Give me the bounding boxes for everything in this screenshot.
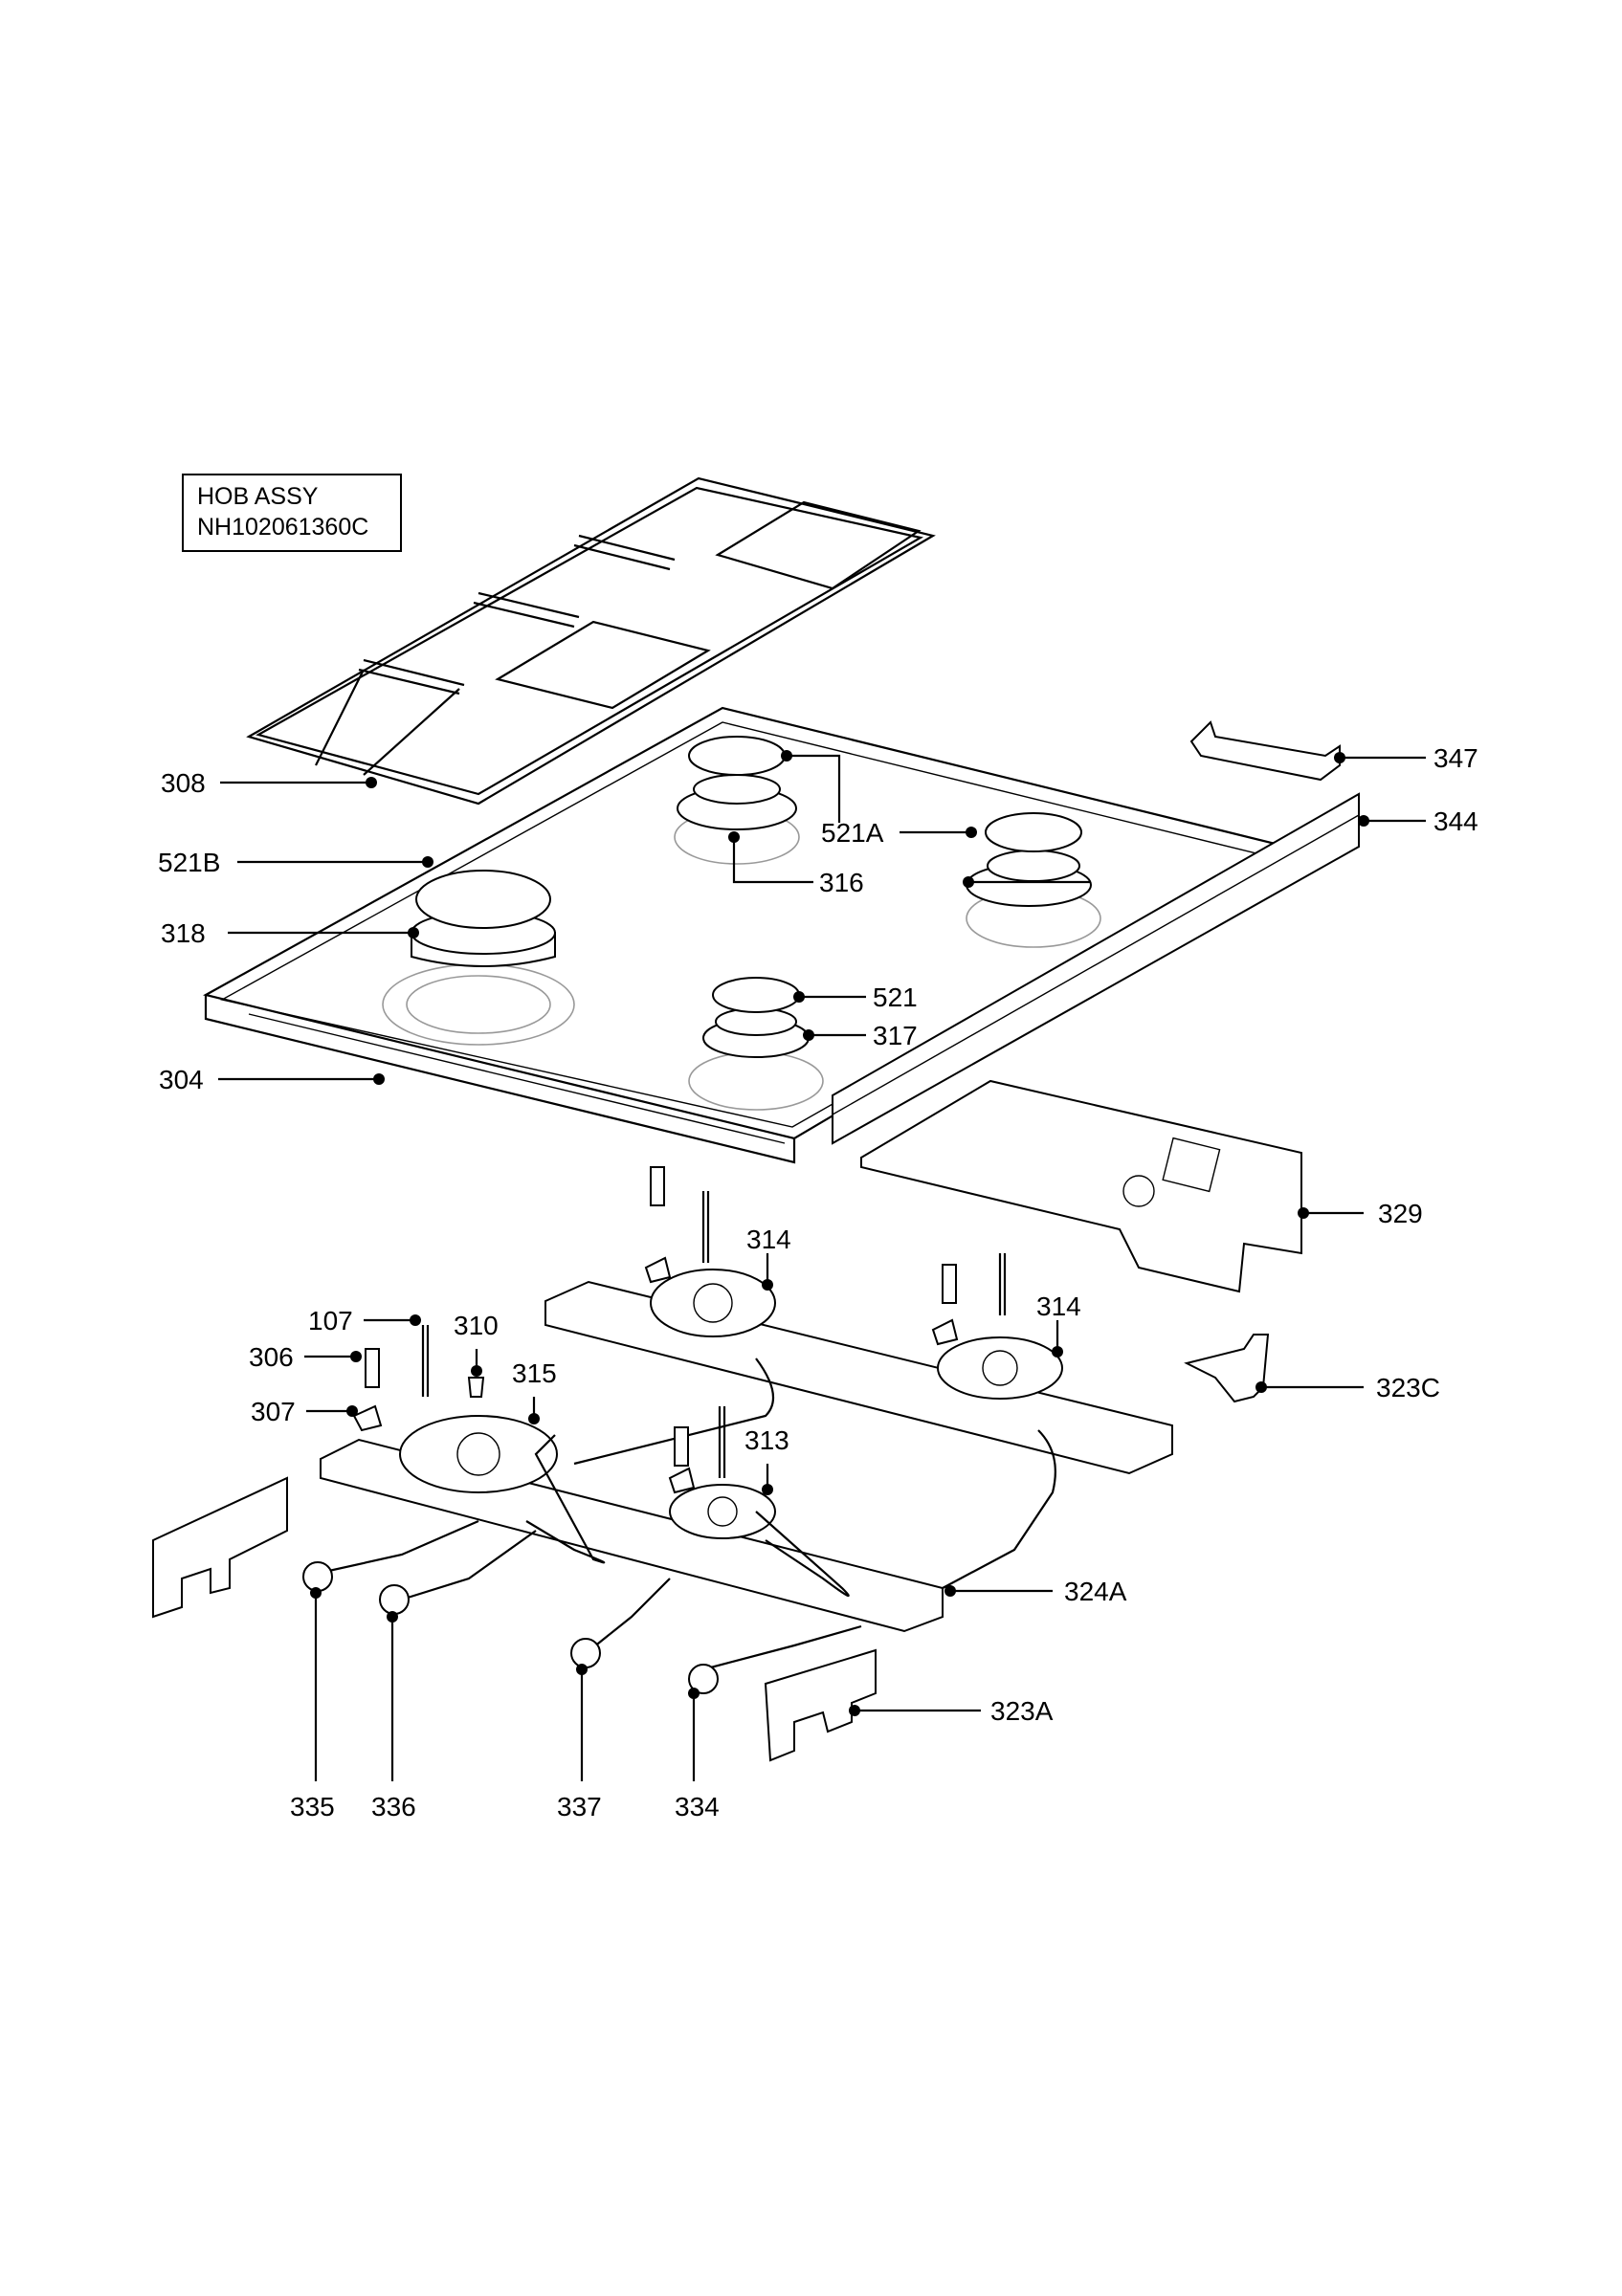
side-strip — [832, 792, 1360, 1145]
label-304: 304 — [159, 1065, 204, 1094]
burner-body-front — [669, 1484, 776, 1539]
label-329: 329 — [1378, 1199, 1423, 1228]
burner-body-rear-left — [650, 1269, 776, 1337]
label-323C: 323C — [1376, 1373, 1440, 1402]
burner-body-large — [399, 1415, 558, 1493]
label-314-rear-left: 314 — [746, 1225, 791, 1254]
label-306: 306 — [249, 1342, 294, 1372]
label-336: 336 — [371, 1792, 416, 1821]
burner-front — [702, 977, 810, 1058]
label-521A: 521A — [821, 818, 884, 848]
burner-rear-right — [966, 812, 1092, 907]
label-317: 317 — [873, 1021, 918, 1050]
bracket-323C — [1184, 1334, 1270, 1403]
pan-support-grid — [246, 476, 936, 806]
gas-pipes — [315, 1358, 1056, 1671]
label-314-rear-right: 314 — [1036, 1292, 1081, 1321]
label-347: 347 — [1433, 743, 1478, 773]
label-324A: 324A — [1064, 1577, 1127, 1606]
label-521B: 521B — [158, 848, 220, 877]
label-316: 316 — [819, 868, 864, 897]
hob-top-plate — [203, 706, 1290, 1164]
electrodes — [365, 1166, 1007, 1478]
label-521: 521 — [873, 982, 918, 1012]
label-337: 337 — [557, 1792, 602, 1821]
label-313: 313 — [744, 1425, 789, 1455]
burner-large — [411, 870, 556, 967]
label-323A: 323A — [990, 1696, 1054, 1726]
bracket-323A — [764, 1648, 877, 1762]
burner-rear-left — [677, 736, 797, 830]
injector — [467, 1377, 485, 1398]
leader-lines — [218, 750, 1426, 1781]
top-bracket — [1189, 720, 1341, 782]
part-labels: 308 347 521A 344 521B 316 318 521 317 30… — [158, 743, 1478, 1821]
burner-body-rear-right — [937, 1336, 1063, 1400]
label-315: 315 — [512, 1358, 557, 1388]
assembly-number: NH102061360C — [197, 514, 369, 541]
assembly-name: HOB ASSY — [197, 483, 319, 510]
taps — [302, 1561, 719, 1694]
back-panel — [860, 1079, 1302, 1293]
side-bracket-left — [152, 1476, 288, 1619]
label-307: 307 — [251, 1397, 296, 1426]
label-318: 318 — [161, 918, 206, 948]
label-344: 344 — [1433, 806, 1478, 836]
label-334: 334 — [675, 1792, 720, 1821]
title-box: HOB ASSY NH102061360C — [182, 474, 402, 552]
label-107: 107 — [308, 1306, 353, 1336]
clips — [352, 1256, 959, 1494]
label-310: 310 — [454, 1311, 499, 1340]
label-335: 335 — [290, 1792, 335, 1821]
label-308: 308 — [161, 768, 206, 798]
